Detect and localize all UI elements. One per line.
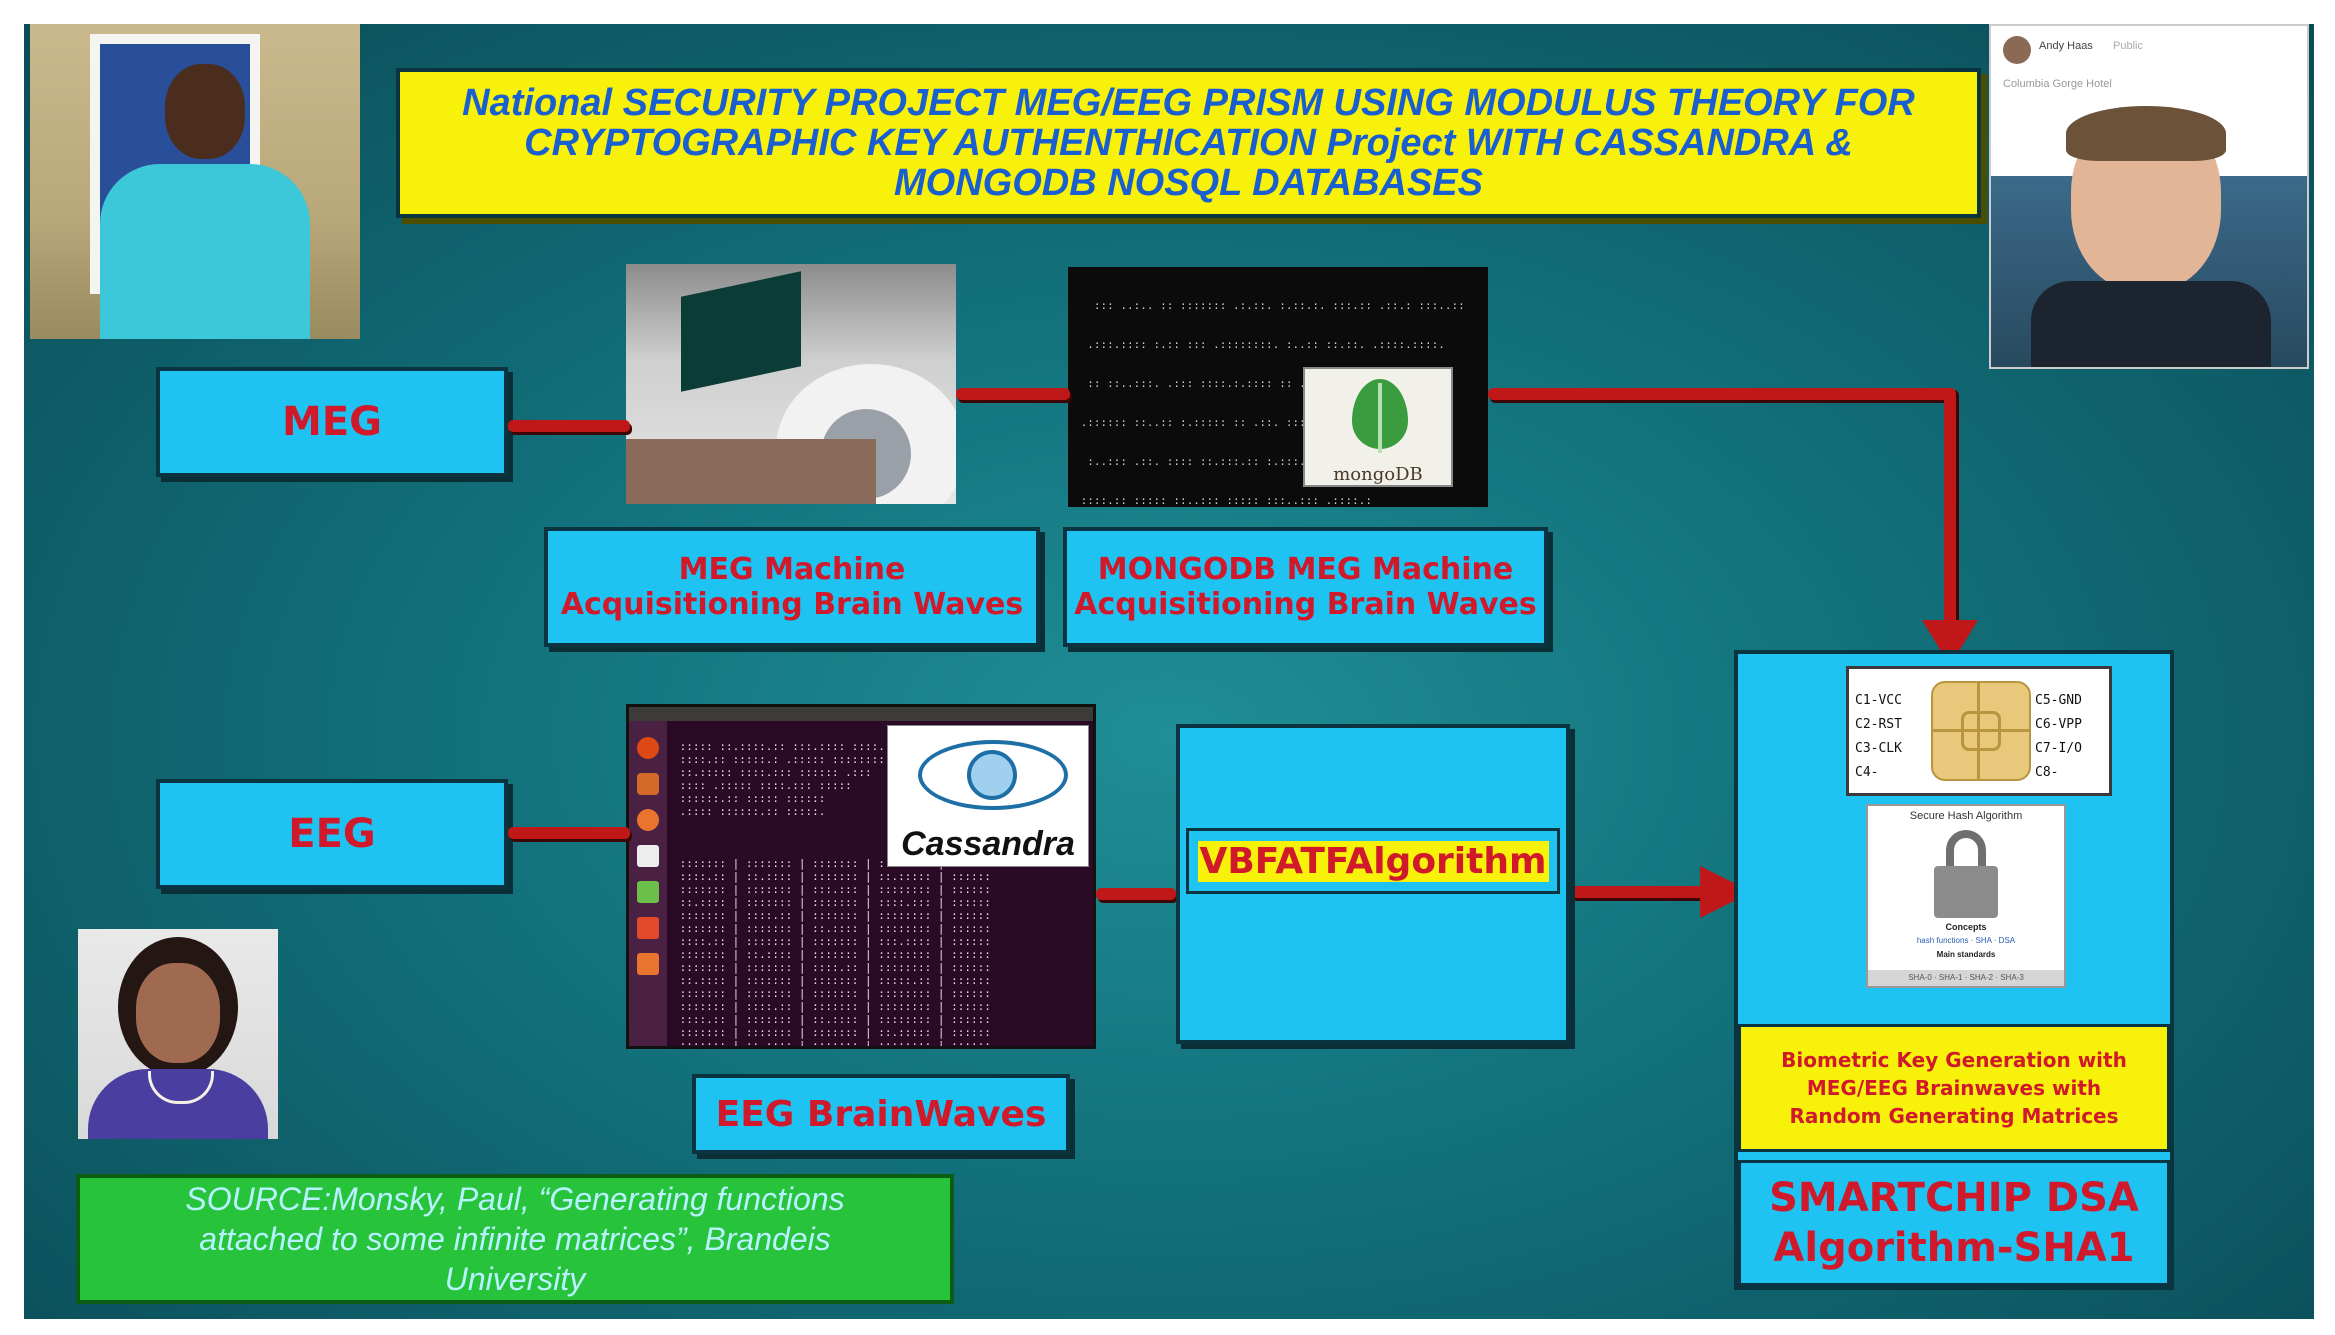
chip-pin-c7: C7-I/O xyxy=(2035,741,2082,756)
chip-pin-c1: C1-VCC xyxy=(1855,693,1902,708)
meg-machine-label-box: MEG Machine Acquisitioning Brain Waves xyxy=(544,527,1040,647)
chip-contact-icon xyxy=(1931,681,2031,781)
biometric-line-2: MEG/EEG Brainwaves with xyxy=(1806,1076,2102,1100)
chip-pin-c2: C2-RST xyxy=(1855,717,1902,732)
algorithm-label: VBFATFAlgorithm xyxy=(1197,840,1549,882)
cassandra-terminal-image: ::::: ::.::::.:: :::.:::: ::::. ::::.:: … xyxy=(626,704,1096,1049)
connector-meg-to-machine xyxy=(508,420,630,432)
source-line-2: attached to some infinite matrices”, Bra… xyxy=(199,1221,831,1257)
smartchip-panel: C1-VCC C2-RST C3-CLK C4- C5-GND C6-VPP C… xyxy=(1734,650,2174,1290)
connector-algorithm-to-smartchip xyxy=(1570,886,1710,898)
arrowhead-down xyxy=(1922,620,1978,666)
meg-machine-label-line2: Acquisitioning Brain Waves xyxy=(560,587,1024,622)
connector-cassandra-to-algorithm xyxy=(1096,888,1176,900)
chip-pin-c6: C6-VPP xyxy=(2035,717,2082,732)
sha-links: hash functions · SHA · DSA xyxy=(1916,936,2016,945)
meg-machine-label-line1: MEG Machine xyxy=(678,552,906,587)
chip-pin-c8: C8- xyxy=(2035,765,2059,780)
biometric-key-box: Biometric Key Generation with MEG/EEG Br… xyxy=(1738,1024,2170,1152)
biometric-line-3: Random Generating Matrices xyxy=(1789,1104,2119,1128)
padlock-icon xyxy=(1934,830,1998,920)
mongodb-terminal-image: ::: ..:.. :: ::::::: .:.::. :.::.:. :::.… xyxy=(1068,267,1488,507)
sha-panel-title: Secure Hash Algorithm xyxy=(1909,810,2023,822)
algorithm-label-band: VBFATFAlgorithm xyxy=(1186,828,1560,894)
profile-place: Columbia Gorge Hotel xyxy=(2003,78,2112,90)
source-line-3: University xyxy=(444,1261,586,1297)
mongodb-label-line1: MONGODB MEG Machine xyxy=(1097,552,1514,587)
title-line-1: National SECURITY PROJECT MEG/EEG PRISM … xyxy=(462,82,1915,124)
smartchip-line-1: SMARTCHIP DSA xyxy=(1769,1175,2139,1221)
meg-box: MEG xyxy=(156,367,508,477)
sha-footer: SHA-0 · SHA-1 · SHA-2 · SHA-3 xyxy=(1868,970,2064,986)
eeg-label: EEG xyxy=(288,811,376,857)
profile-visibility: Public xyxy=(2113,40,2143,52)
connector-mongodb-to-right xyxy=(1488,388,1956,400)
arrowhead-right xyxy=(1700,866,1752,918)
chip-pin-c5: C5-GND xyxy=(2035,693,2082,708)
eeg-box: EEG xyxy=(156,779,508,889)
meg-label: MEG xyxy=(282,399,382,445)
title-banner: National SECURITY PROJECT MEG/EEG PRISM … xyxy=(396,68,1981,218)
mongodb-logo: mongoDB xyxy=(1303,367,1453,487)
chip-pin-c4: C4- xyxy=(1855,765,1879,780)
cassandra-logo-text: Cassandra xyxy=(901,825,1075,863)
eeg-brainwaves-label: EEG BrainWaves xyxy=(715,1093,1047,1135)
avatar xyxy=(2003,36,2031,64)
mongodb-logo-text: mongoDB xyxy=(1333,464,1423,485)
biometric-line-1: Biometric Key Generation with xyxy=(1781,1048,2127,1072)
meg-machine-image xyxy=(626,264,956,504)
presenter-photo-woman xyxy=(78,929,278,1139)
diagram-canvas: National SECURITY PROJECT MEG/EEG PRISM … xyxy=(24,24,2314,1319)
chip-pin-c3: C3-CLK xyxy=(1855,741,1902,756)
smartchip-pinout: C1-VCC C2-RST C3-CLK C4- C5-GND C6-VPP C… xyxy=(1846,666,2112,796)
sha-main-standards: Main standards xyxy=(1936,950,1996,959)
algorithm-box: VBFATFAlgorithm xyxy=(1176,724,1570,1044)
title-line-2: CRYPTOGRAPHIC KEY AUTHENTHICATION Projec… xyxy=(524,122,1853,164)
source-line-1: SOURCE:Monsky, Paul, “Generating functio… xyxy=(185,1181,845,1217)
sha-panel: Secure Hash Algorithm Concepts hash func… xyxy=(1866,804,2066,988)
eeg-brainwaves-label-box: EEG BrainWaves xyxy=(692,1074,1070,1154)
connector-right-down xyxy=(1944,388,1956,633)
mongodb-label-line2: Acquisitioning Brain Waves xyxy=(1074,587,1537,622)
presenter-photo-profile: Andy Haas Public Columbia Gorge Hotel xyxy=(1989,24,2309,369)
connector-machine-to-mongodb xyxy=(956,388,1070,400)
profile-name: Andy Haas xyxy=(2039,40,2093,52)
title-line-3: MONGODB NOSQL DATABASES xyxy=(893,162,1484,204)
source-citation-box: SOURCE:Monsky, Paul, “Generating functio… xyxy=(76,1174,954,1304)
presenter-photo-man xyxy=(30,24,360,339)
sha-concepts: Concepts xyxy=(1945,922,1987,932)
smartchip-line-2: Algorithm-SHA1 xyxy=(1773,1225,2135,1271)
cassandra-eye-icon xyxy=(918,740,1068,810)
connector-eeg-to-cassandra xyxy=(508,827,630,839)
mongodb-label-box: MONGODB MEG Machine Acquisitioning Brain… xyxy=(1063,527,1548,647)
cassandra-logo: Cassandra xyxy=(887,725,1089,867)
smartchip-label-box: SMARTCHIP DSA Algorithm-SHA1 xyxy=(1738,1160,2170,1286)
